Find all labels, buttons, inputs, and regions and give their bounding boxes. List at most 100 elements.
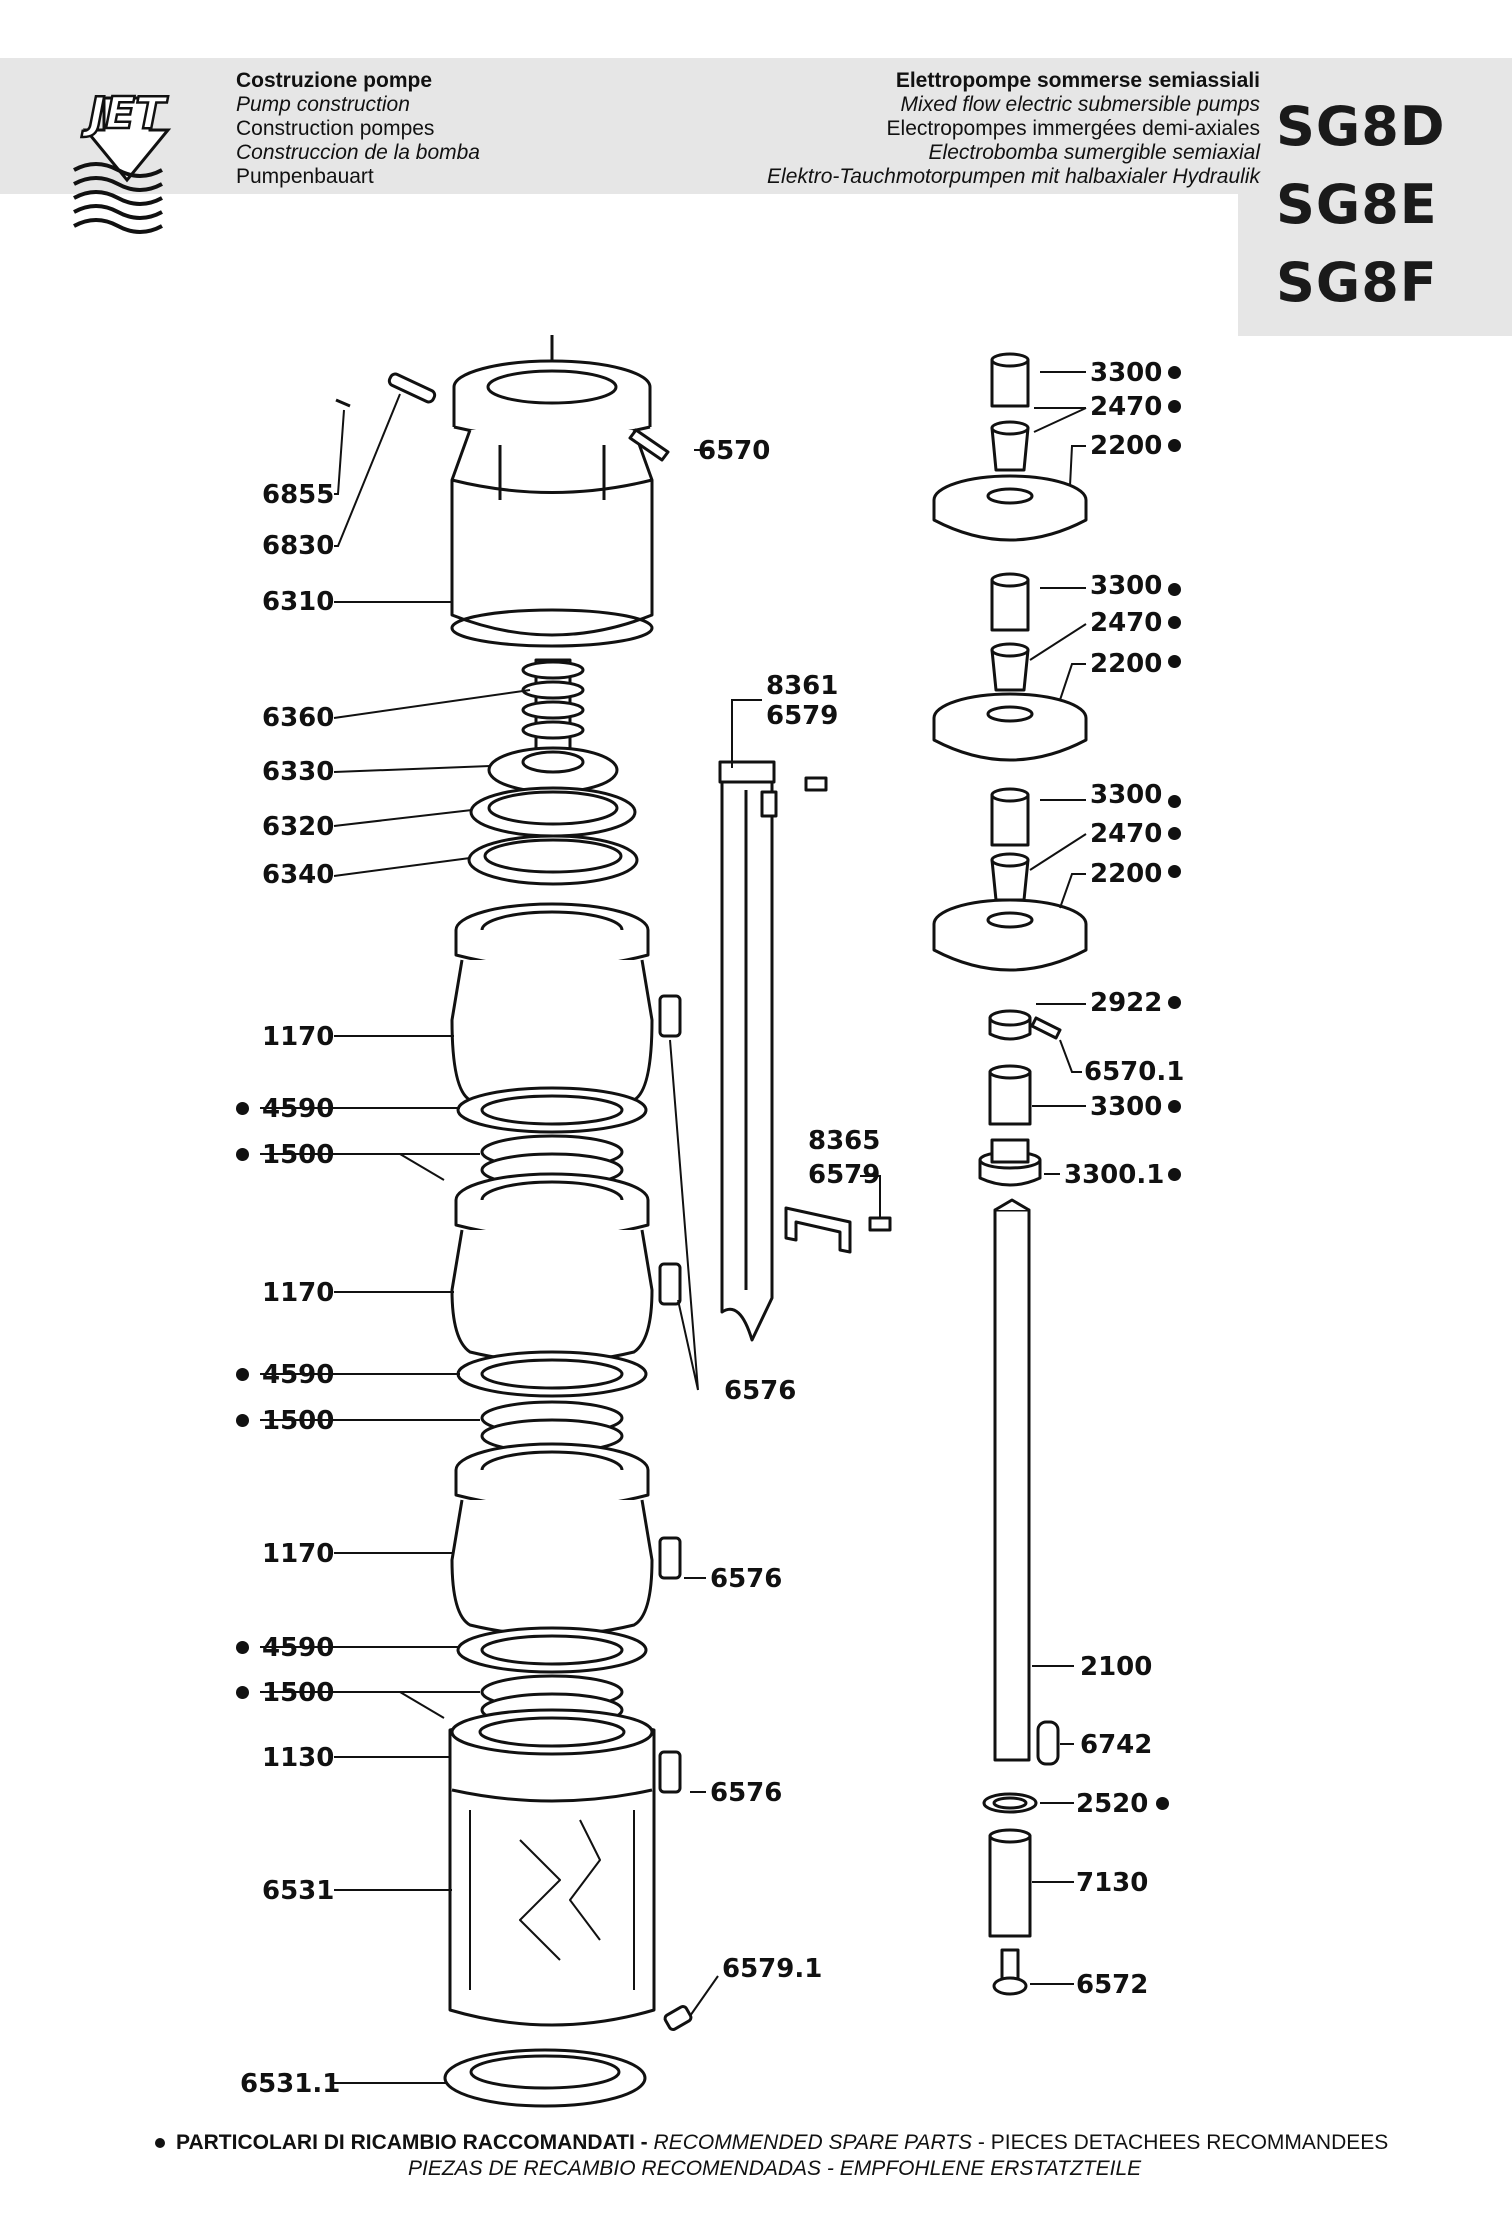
logo-text: JET: [81, 88, 168, 139]
label-6570-1: 6570.1: [1084, 1057, 1185, 1087]
jet-logo: JET: [73, 87, 172, 234]
label-4590-3: 4590: [262, 1633, 335, 1663]
label-3300-2: 3300: [1090, 571, 1163, 601]
model-sg8e: SG8E: [1276, 173, 1438, 236]
header-right-line-2: Mixed flow electric submersible pumps: [900, 93, 1260, 116]
footer-line-1-rest: - PIECES DETACHEES RECOMMANDEES: [972, 2131, 1389, 2154]
recommended-dot: [1168, 1100, 1181, 1113]
recommended-dot: [1168, 865, 1181, 878]
footer-line-1-bold: PARTICOLARI DI RICAMBIO RACCOMANDATI -: [176, 2131, 654, 2154]
suction-1130: [448, 1708, 656, 2027]
recommended-dot: [236, 1414, 249, 1427]
bowl-1170-1: [450, 902, 654, 1112]
cone-2470-2: [990, 642, 1030, 692]
gasket-4590-1: [456, 1086, 648, 1134]
label-6576-1: 6576: [724, 1376, 797, 1406]
recommended-dot: [236, 1148, 249, 1161]
cable-guard-8361: [718, 760, 778, 1342]
sleeve-3300-3: [990, 787, 1030, 847]
bush-3300-1: [978, 1138, 1042, 1187]
impeller-2200-2: [932, 692, 1088, 762]
model-box: [1238, 58, 1512, 336]
discharge-head-6310: [450, 359, 654, 648]
label-6576-2: 6576: [710, 1564, 783, 1594]
cone-2470-3: [990, 852, 1030, 902]
label-2470-1: 2470: [1090, 392, 1163, 422]
label-2922: 2922: [1090, 988, 1163, 1018]
bush-1500-2: [480, 1400, 624, 1454]
label-4590-1: 4590: [262, 1094, 335, 1124]
recommended-dot: [1168, 400, 1181, 413]
screw-6576-3: [658, 1536, 682, 1580]
logo-arrow-icon: [82, 96, 172, 183]
recommended-dot: [1168, 827, 1181, 840]
label-6830: 6830: [262, 531, 335, 561]
recommended-dot: [236, 1641, 249, 1654]
header-left-line-4: Construccion de la bomba: [236, 141, 480, 164]
part-6570-screw: [628, 428, 670, 462]
screw-6572: [992, 1948, 1028, 1996]
screw-6576-2: [658, 1262, 682, 1306]
recommended-dot: [1168, 655, 1181, 668]
gasket-4590-2: [456, 1350, 648, 1398]
label-2100: 2100: [1080, 1652, 1153, 1682]
header-right-line-1: Elettropompe sommerse semiassiali: [895, 69, 1260, 92]
recommended-dot: [1168, 795, 1181, 808]
label-4590-2: 4590: [262, 1360, 335, 1390]
header-left-line-3: Construction pompes: [236, 117, 435, 140]
header-left-line-2: Pump construction: [236, 93, 410, 116]
recommended-dot: [1168, 1168, 1181, 1181]
label-6320: 6320: [262, 812, 335, 842]
label-1170-2: 1170: [262, 1278, 335, 1308]
label-6340: 6340: [262, 860, 335, 890]
bowl-1170-2: [450, 1172, 654, 1364]
clip-8365: [784, 1206, 852, 1254]
label-2470-2: 2470: [1090, 608, 1163, 638]
recommended-dot: [1168, 439, 1181, 452]
sleeve-7130: [988, 1828, 1032, 1938]
sleeve-3300-2: [990, 572, 1030, 632]
screw-6579-3: [868, 1216, 892, 1232]
label-1170-1: 1170: [262, 1022, 335, 1052]
recommended-dot: [1168, 996, 1181, 1009]
header-left-line-1: Costruzione pompe: [236, 69, 433, 92]
ring-6340: [467, 834, 639, 886]
recommended-dot: [236, 1102, 249, 1115]
label-6531-1: 6531.1: [240, 2069, 341, 2099]
label-7130: 7130: [1076, 1868, 1149, 1898]
label-6579-2: 6579: [808, 1160, 881, 1190]
label-1130: 1130: [262, 1743, 335, 1773]
footer-line-1-italic: RECOMMENDED SPARE PARTS: [653, 2131, 973, 2154]
label-2200-2: 2200: [1090, 649, 1163, 679]
cone-2470-1: [990, 420, 1030, 472]
label-6855: 6855: [262, 480, 335, 510]
label-6579-1-1: 6579.1: [722, 1954, 823, 1984]
label-6570: 6570: [698, 436, 771, 466]
bowl-1170-3: [450, 1442, 654, 1637]
coupling-6360: [521, 658, 585, 758]
screw-6576-4: [658, 1750, 682, 1794]
part-6830-plate: [387, 372, 437, 404]
label-6360: 6360: [262, 703, 335, 733]
label-8361: 8361: [766, 671, 839, 701]
label-1170-3: 1170: [262, 1539, 335, 1569]
label-3300-4: 3300: [1090, 1092, 1163, 1122]
ring-6531-1: [443, 2048, 647, 2108]
label-2470-3: 2470: [1090, 819, 1163, 849]
logo-wave-icon: [73, 162, 163, 234]
footer-line-2: PIEZAS DE RECAMBIO RECOMENDADAS - EMPFOH…: [408, 2157, 1142, 2180]
part-6855-screw: [335, 398, 351, 408]
recommended-dot: [1168, 583, 1181, 596]
strainer-6531: [469, 1810, 635, 1990]
footer-line-1: PARTICOLARI DI RICAMBIO RACCOMANDATI - R…: [176, 2132, 1388, 2154]
label-6579-1: 6579: [766, 701, 839, 731]
label-6742: 6742: [1080, 1730, 1153, 1760]
label-3300-1-bush: 3300.1: [1064, 1160, 1165, 1190]
footer-dot: [155, 2138, 165, 2148]
screw-6579-1: [663, 2005, 693, 2031]
label-2520: 2520: [1076, 1789, 1149, 1819]
recommended-dot: [1168, 616, 1181, 629]
label-1500-2: 1500: [262, 1406, 335, 1436]
